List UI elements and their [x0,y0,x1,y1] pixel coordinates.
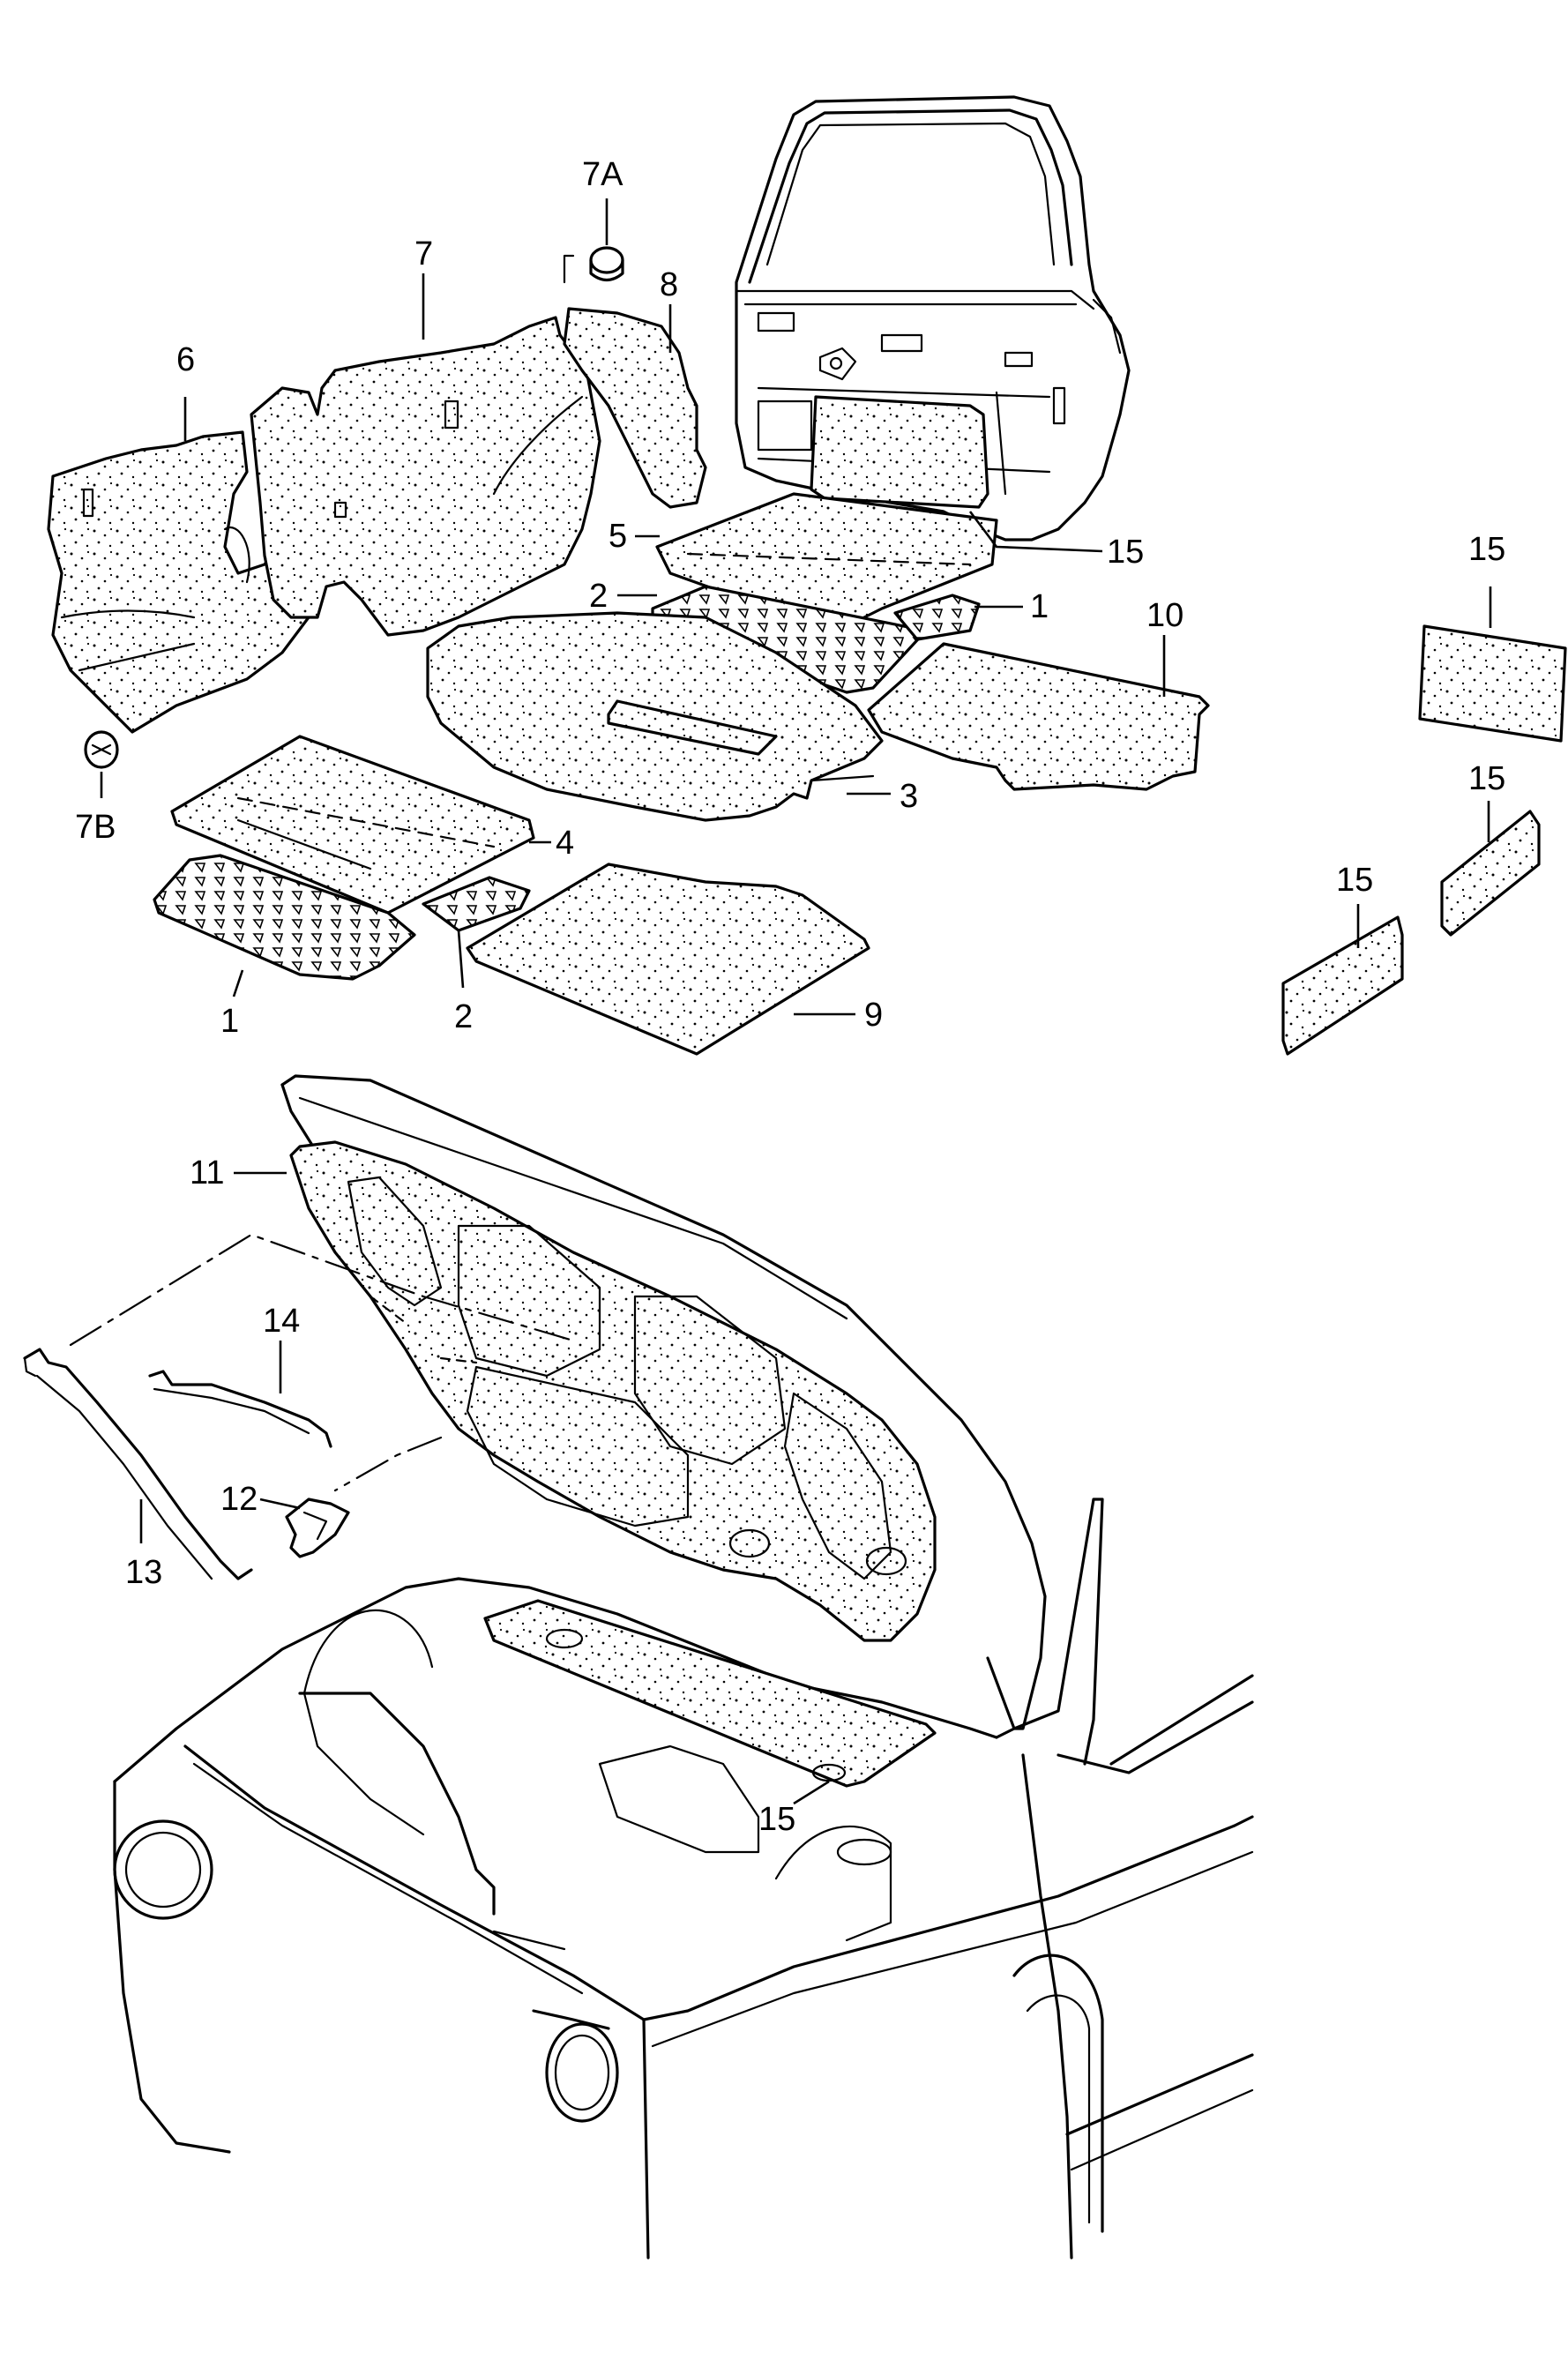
seal-strip-14 [148,1370,332,1448]
callout-4: 4 [556,825,574,862]
clip-12 [285,1498,350,1558]
callout-12: 12 [220,1481,258,1518]
leader-lines [100,198,1492,1805]
callout-6: 6 [176,341,195,378]
engine-bay-pad-15 [483,1599,937,1788]
callout-5: 5 [609,518,627,555]
car-front-body [113,1498,1254,2260]
callout-15-right-top: 15 [1468,531,1505,568]
seal-strip-13 [23,1348,253,1580]
pad-15-lower [1281,915,1404,1056]
callout-7b: 7B [75,809,116,846]
grid-mat-2-lower [422,876,531,932]
door-insulation-15 [810,395,989,509]
callout-8: 8 [660,266,678,303]
callout-13: 13 [125,1554,162,1591]
callout-15-door: 15 [1107,534,1144,571]
floor-mat-3 [426,611,884,822]
callout-2-lower: 2 [454,998,473,1035]
grid-mat-1-lower [153,854,416,981]
hood-insulation-11 [289,1140,937,1642]
floor-mat-9 [466,863,870,1056]
callout-7a: 7A [582,156,623,193]
clip-7b [84,730,119,769]
callout-3: 3 [900,778,918,815]
pad-15-middle [1440,810,1541,937]
callout-labels: 6 7 7A 8 5 15 2 1 10 15 15 15 3 4 7B 1 2… [75,156,1505,1838]
pad-15-top [1418,624,1567,743]
insulation-mat-7 [250,316,601,637]
callout-15-right-low: 15 [1336,862,1373,899]
callout-10: 10 [1146,597,1183,634]
callout-14: 14 [263,1303,300,1340]
plug-7a [563,246,624,284]
hood-panel [280,1074,1047,1730]
callout-2-upper: 2 [589,578,608,615]
callout-1-lower: 1 [220,1003,239,1040]
grid-mat-1-upper [893,594,981,641]
callout-7: 7 [414,235,433,273]
callout-15-right-mid: 15 [1468,760,1505,797]
floor-mat-10 [867,642,1210,791]
callout-11: 11 [190,1154,224,1191]
callout-9: 9 [864,997,883,1034]
floor-mat-4 [170,735,535,915]
callout-1-upper: 1 [1030,588,1049,625]
callout-15-engine: 15 [758,1801,795,1838]
